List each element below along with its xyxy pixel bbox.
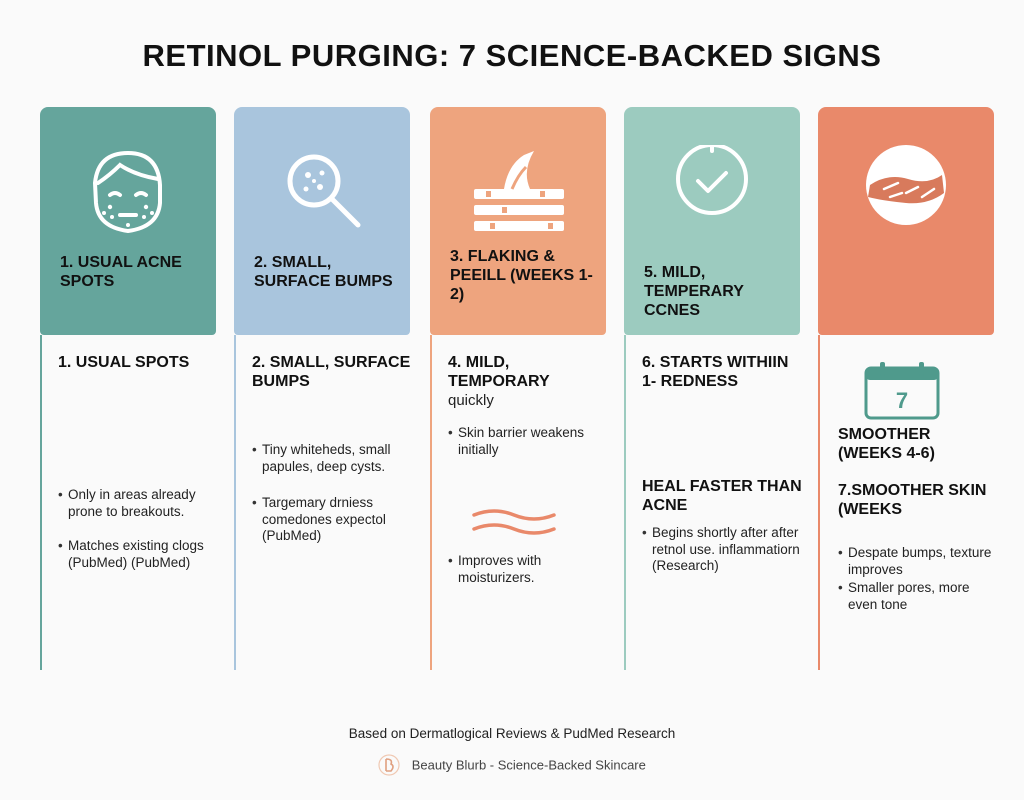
column-2: 2. SMALL, SURFACE BUMPS 2. SMALL, SURFAC…	[234, 107, 414, 672]
list-item: Improves with moisturizers.	[448, 553, 606, 586]
column-2-bullets: Tiny whiteheds, small papules, deep cyst…	[252, 442, 410, 555]
list-item: Matches existing clogs (PubMed) (PubMed)	[58, 538, 216, 571]
column-5-body-title: SMOOTHER (WEEKS 4-6)	[838, 426, 935, 462]
sources-note: Based on Dermatlogical Reviews & PudMed …	[348, 726, 676, 741]
brand-line: Beauty Blurb - Science-Backed Skincare	[0, 754, 1024, 776]
column-2-header: 2. SMALL, SURFACE BUMPS	[234, 107, 410, 335]
brand-text: Beauty Blurb - Science-Backed Skincare	[411, 757, 646, 773]
column-2-rule	[234, 335, 236, 670]
smooth-skin-icon	[866, 145, 946, 225]
list-item: Targemary drniess comedones expectol (Pu…	[252, 495, 410, 545]
column-4-header-title: 5. MILD, TEMPERARY CCNES	[644, 264, 744, 319]
column-1-body-title: 1. USUAL SPOTS	[58, 354, 190, 371]
column-4-extra-title: HEAL FASTER THAN ACNE	[642, 478, 802, 514]
signs-columns: 1. USUAL ACNE SPOTS 1. USUAL SPOTS Only …	[0, 107, 1024, 672]
column-3-rule	[430, 335, 432, 670]
list-item: Tiny whiteheds, small papules, deep cyst…	[252, 442, 410, 475]
column-3-bullets-b: Improves with moisturizers.	[448, 553, 606, 596]
list-item: Only in areas already prone to breakouts…	[58, 487, 216, 520]
list-item: Despate bumps, texture improves	[838, 545, 996, 578]
column-3-body-title: 4. MILD, TEMPORARY quickly	[448, 353, 608, 410]
list-item: Smaller pores, more even tone	[838, 580, 996, 613]
column-3-header-title: 3. FLAKING & PEEILL (WEEKS 1-2)	[450, 248, 593, 303]
column-5-bullets: Despate bumps, texture improves Smaller …	[838, 545, 996, 623]
column-1-header: 1. USUAL ACNE SPOTS	[40, 107, 216, 335]
list-item: Begins shortly after after retnol use. i…	[642, 525, 800, 575]
column-1-rule	[40, 335, 42, 670]
list-item: Skin barrier weakens initially	[448, 425, 606, 458]
magnifier-icon	[287, 154, 361, 228]
column-5-header	[818, 107, 994, 335]
column-5-rule	[818, 335, 820, 670]
column-3-body-title-text: 4. MILD, TEMPORARY	[448, 354, 550, 390]
column-1: 1. USUAL ACNE SPOTS 1. USUAL SPOTS Only …	[40, 107, 220, 672]
clock-check-icon	[676, 145, 748, 215]
column-5: 7 SMOOTHER (WEEKS 4-6) 7.SMOOTHER SKIN (…	[818, 107, 998, 672]
calendar-icon: 7	[864, 362, 940, 420]
column-4-rule	[624, 335, 626, 670]
column-3: 3. FLAKING & PEEILL (WEEKS 1-2) 4. MILD,…	[430, 107, 610, 672]
column-3-bullets-a: Skin barrier weakens initially	[448, 425, 606, 468]
column-1-header-title: 1. USUAL ACNE SPOTS	[60, 254, 182, 290]
column-3-header: 3. FLAKING & PEEILL (WEEKS 1-2)	[430, 107, 606, 335]
page-title: RETINOL PURGING: 7 SCIENCE-BACKED SIGNS	[142, 38, 882, 73]
column-4: 5. MILD, TEMPERARY CCNES 6. STARTS WITHI…	[624, 107, 804, 672]
column-3-body-sub: quickly	[448, 392, 494, 409]
skin-layer-icon	[474, 151, 564, 231]
calendar-number: 7	[896, 388, 908, 413]
column-4-bullets: Begins shortly after after retnol use. i…	[642, 525, 800, 585]
column-4-header: 5. MILD, TEMPERARY CCNES	[624, 107, 800, 335]
column-2-header-title: 2. SMALL, SURFACE BUMPS	[254, 254, 393, 290]
column-2-body-title: 2. SMALL, SURFACE BUMPS	[252, 354, 411, 390]
column-4-body-title: 6. STARTS WITHIIN 1- REDNESS	[642, 354, 789, 390]
face-spots-icon	[92, 150, 162, 234]
beauty-blurb-logo-icon	[378, 754, 400, 776]
wave-icon	[472, 509, 556, 535]
column-1-bullets: Only in areas already prone to breakouts…	[58, 487, 216, 581]
column-5-extra-title: 7.SMOOTHER SKIN (WEEKS	[838, 482, 987, 518]
